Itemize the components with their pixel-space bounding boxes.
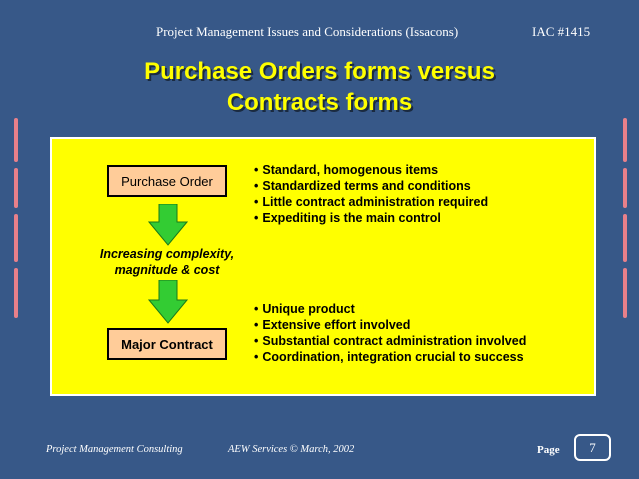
left-decor-bar-mid (14, 168, 18, 208)
list-item: •Little contract administration required (254, 195, 489, 209)
major-contract-bullets: •Unique product •Extensive effort involv… (254, 301, 526, 365)
left-decor-bar-bottom (14, 268, 18, 318)
footer-page-label: Page (537, 444, 560, 456)
header-title: Project Management Issues and Considerat… (156, 24, 459, 39)
right-decor-bar-top (623, 118, 627, 162)
slide-title-line-1: Purchase Orders forms versus (144, 58, 495, 85)
page-number-box: 7 (574, 434, 611, 461)
complexity-label-line-2: magnitude & cost (114, 263, 220, 277)
right-decor-bar-bottom (623, 268, 627, 318)
down-arrow-icon-2 (148, 280, 188, 324)
slide-header: Project Management Issues and Considerat… (0, 24, 639, 42)
list-item: •Standard, homogenous items (254, 163, 439, 177)
bullet-icon: • (254, 302, 259, 316)
list-item: •Standardized terms and conditions (254, 179, 471, 193)
footer-copyright: AEW Services © March, 2002 (228, 444, 355, 455)
list-item: •Coordination, integration crucial to su… (254, 350, 524, 364)
right-decor-bar-low (623, 214, 627, 262)
footer-company: Project Management Consulting (46, 444, 183, 455)
header-code: IAC #1415 (532, 24, 591, 39)
list-item: •Unique product (254, 302, 355, 316)
bullet-icon: • (254, 334, 259, 348)
bullet-icon: • (254, 211, 259, 225)
purchase-order-bullets: •Standard, homogenous items •Standardize… (254, 162, 488, 226)
complexity-label-line-1: Increasing complexity, (99, 247, 235, 261)
complexity-label: Increasing complexity, magnitude & cost (82, 246, 252, 278)
right-decor-bar-mid (623, 168, 627, 208)
list-item: •Extensive effort involved (254, 318, 411, 332)
bullet-icon: • (254, 350, 259, 364)
bullet-icon: • (254, 195, 259, 209)
list-item: •Substantial contract administration inv… (254, 334, 527, 348)
list-item: •Expediting is the main control (254, 211, 441, 225)
left-decor-bar-top (14, 118, 18, 162)
major-contract-box: Major Contract (107, 328, 227, 360)
down-arrow-icon-1 (148, 204, 188, 246)
bullet-icon: • (254, 179, 259, 193)
purchase-order-box: Purchase Order (107, 165, 227, 197)
slide-title: Purchase Orders forms versus Contracts f… (0, 56, 639, 118)
bullet-icon: • (254, 318, 259, 332)
slide-title-line-2: Contracts forms (226, 89, 413, 116)
bullet-icon: • (254, 163, 259, 177)
slide-footer: Project Management Consulting AEW Servic… (0, 442, 639, 460)
left-decor-bar-low (14, 214, 18, 262)
